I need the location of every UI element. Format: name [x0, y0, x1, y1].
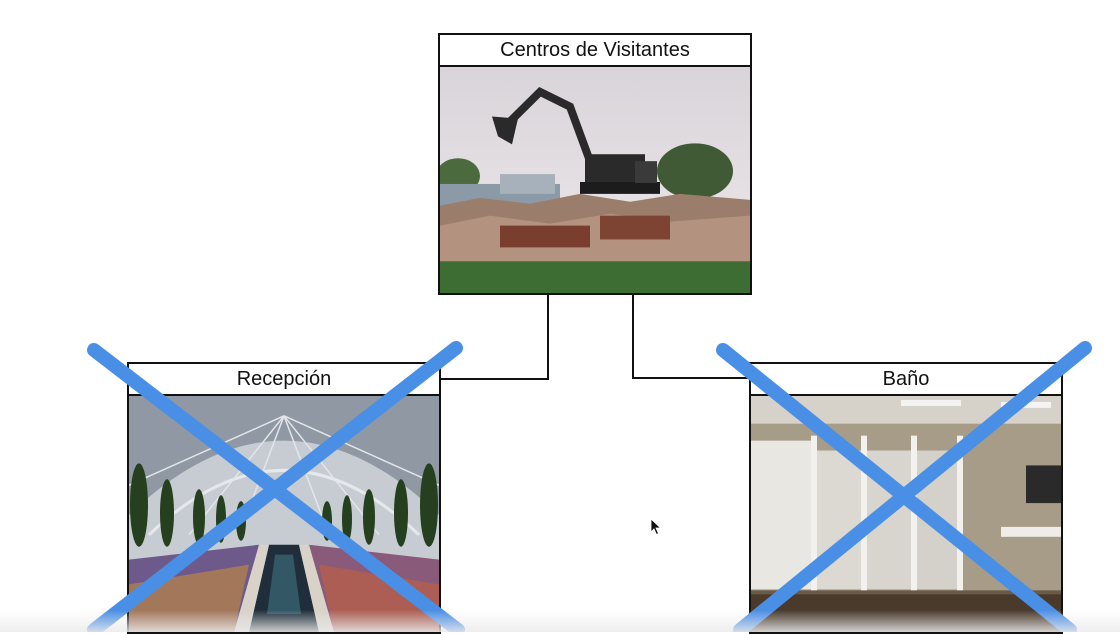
node-recepcion: Recepción [127, 362, 441, 634]
greenhouse-conservatory-photo [129, 396, 439, 632]
node-centros-de-visitantes: Centros de Visitantes [438, 33, 752, 295]
mouse-pointer-icon [650, 518, 662, 536]
demolition-excavator-photo [440, 67, 750, 293]
restroom-stalls-photo [751, 396, 1061, 632]
node-title: Baño [751, 364, 1061, 396]
node-bano: Baño [749, 362, 1063, 634]
node-title: Recepción [129, 364, 439, 396]
connector-root-to-bano [632, 295, 749, 379]
connector-root-to-recepcion [441, 295, 549, 380]
node-title: Centros de Visitantes [440, 35, 750, 67]
